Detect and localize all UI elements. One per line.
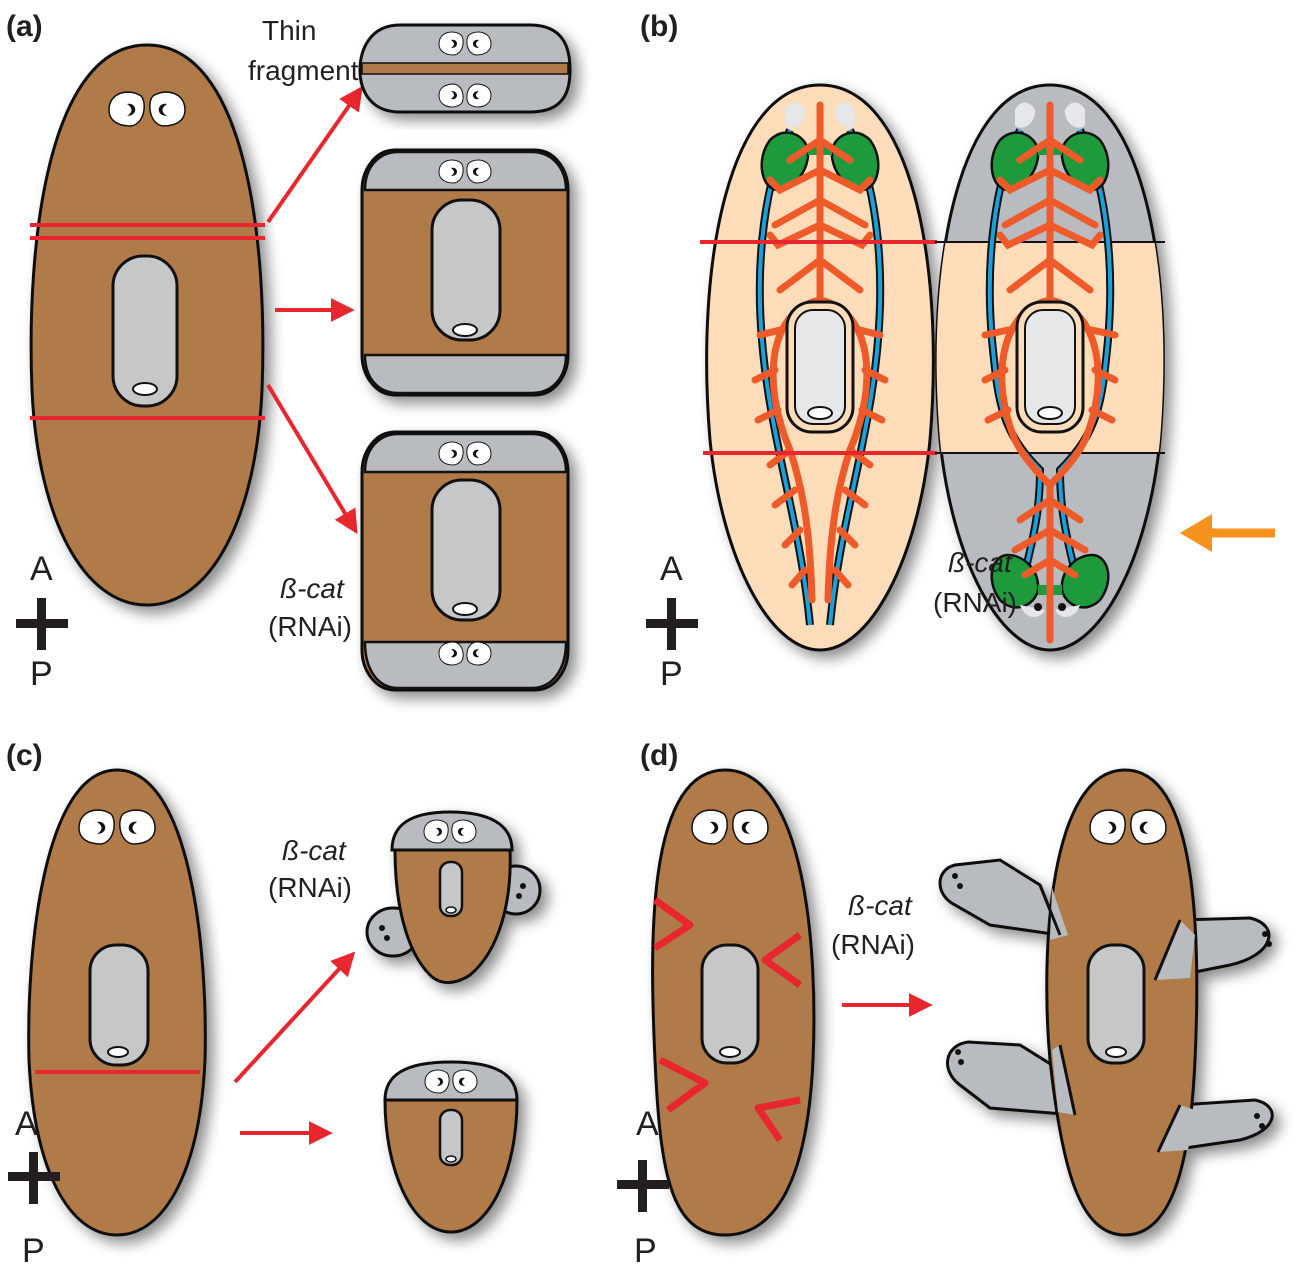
arrow-icon — [235, 955, 352, 1082]
thin-fragment-label-line2: fragment — [248, 55, 359, 86]
axis-cross-icon — [617, 1160, 669, 1212]
axis-anterior-label: A — [636, 1105, 659, 1143]
axis-posterior-label: P — [30, 655, 53, 693]
arrow-icon — [268, 90, 360, 222]
thin-fragment-regenerate — [360, 25, 570, 112]
panel-d: (d) A P ß-cat (RNAi) — [617, 739, 1272, 1270]
worm-b-intact-organs — [700, 85, 937, 650]
pharynx — [432, 200, 500, 340]
panel-c-letter: (c) — [6, 739, 43, 772]
panel-c: (c) A P ß-cat (RNAi) — [6, 739, 540, 1270]
rnai-label: (RNAi) — [268, 872, 352, 903]
bcat-gene-label: ß-cat — [282, 835, 347, 866]
axis-posterior-label: P — [660, 655, 683, 693]
thin-fragment-label-line1: Thin — [262, 15, 316, 46]
trunk-fragment-normal — [362, 150, 568, 395]
worm-d-ectopic-heads — [939, 770, 1273, 1235]
axis-cross-icon — [646, 598, 698, 650]
bcat-gene-label: ß-cat — [848, 890, 913, 921]
panel-d-letter: (d) — [640, 739, 678, 772]
bcat-gene-label: ß-cat — [280, 573, 345, 604]
pharynx — [1088, 945, 1144, 1063]
arrow-icon — [268, 385, 355, 530]
panel-a: (a) A P Thin fragment — [6, 10, 570, 693]
panel-b-letter: (b) — [640, 10, 678, 43]
axis-anterior-label: A — [30, 550, 53, 588]
panel-a-letter: (a) — [6, 10, 43, 43]
axis-posterior-label: P — [22, 1232, 45, 1270]
rnai-label: (RNAi) — [933, 587, 1017, 618]
axis-posterior-label: P — [634, 1232, 657, 1270]
axis-cross-icon — [16, 598, 68, 650]
rnai-label: (RNAi) — [831, 929, 915, 960]
axis-anterior-label: A — [660, 550, 683, 588]
pharynx — [702, 945, 758, 1063]
axis-anterior-label: A — [15, 1105, 38, 1143]
pharynx — [432, 480, 500, 620]
bcat-gene-label: ß-cat — [948, 547, 1013, 578]
orange-arrow-icon — [1180, 514, 1275, 552]
rnai-label: (RNAi) — [268, 611, 352, 642]
panel-b: (b) — [640, 10, 1275, 693]
trunk-fragment-bcat-rnai — [362, 432, 568, 690]
